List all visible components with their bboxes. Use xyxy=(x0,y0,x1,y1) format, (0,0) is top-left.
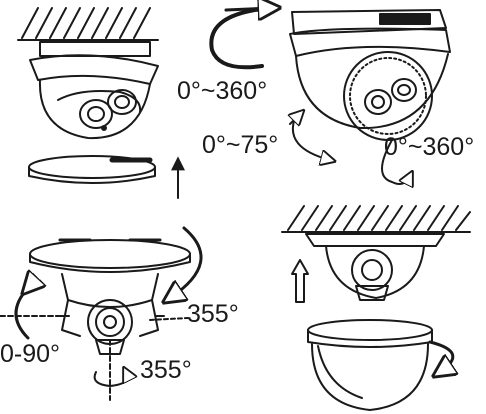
label-pan-top: 0°~360° xyxy=(177,77,268,105)
ceiling-hatch-bottom-right xyxy=(281,205,471,233)
twist-arrow-bottom-right xyxy=(428,340,453,372)
dome-cover-bottom-right xyxy=(307,319,433,411)
turret-camera-top-right xyxy=(289,9,451,141)
label-pan-bottom: 355° xyxy=(187,300,239,328)
up-arrow-bottom-right xyxy=(291,259,309,303)
label-rotate-bottom: 355° xyxy=(140,356,192,384)
mounted-camera-bottom-right xyxy=(305,233,445,301)
tilt-arrow-top xyxy=(290,114,330,160)
ceiling-hatch-top-left xyxy=(17,7,159,41)
label-tilt-bottom: 0-90° xyxy=(0,340,61,368)
label-tilt-top: 0°~75° xyxy=(202,131,279,159)
gimbal-bracket-bottom-left xyxy=(55,273,189,355)
label-rotate-top: 0°~360° xyxy=(384,133,475,161)
turret-camera-top-left xyxy=(29,41,159,140)
gimbal-base-bottom-left xyxy=(29,238,191,273)
base-plate-top-left xyxy=(28,155,156,184)
rotate-arrow-top xyxy=(381,139,410,184)
rotate-arrow-bottom xyxy=(93,339,128,401)
pan-arrow-bottom xyxy=(170,226,203,298)
tilt-arrow-bottom xyxy=(0,288,71,340)
curved-arrow-pan-top xyxy=(209,8,272,70)
